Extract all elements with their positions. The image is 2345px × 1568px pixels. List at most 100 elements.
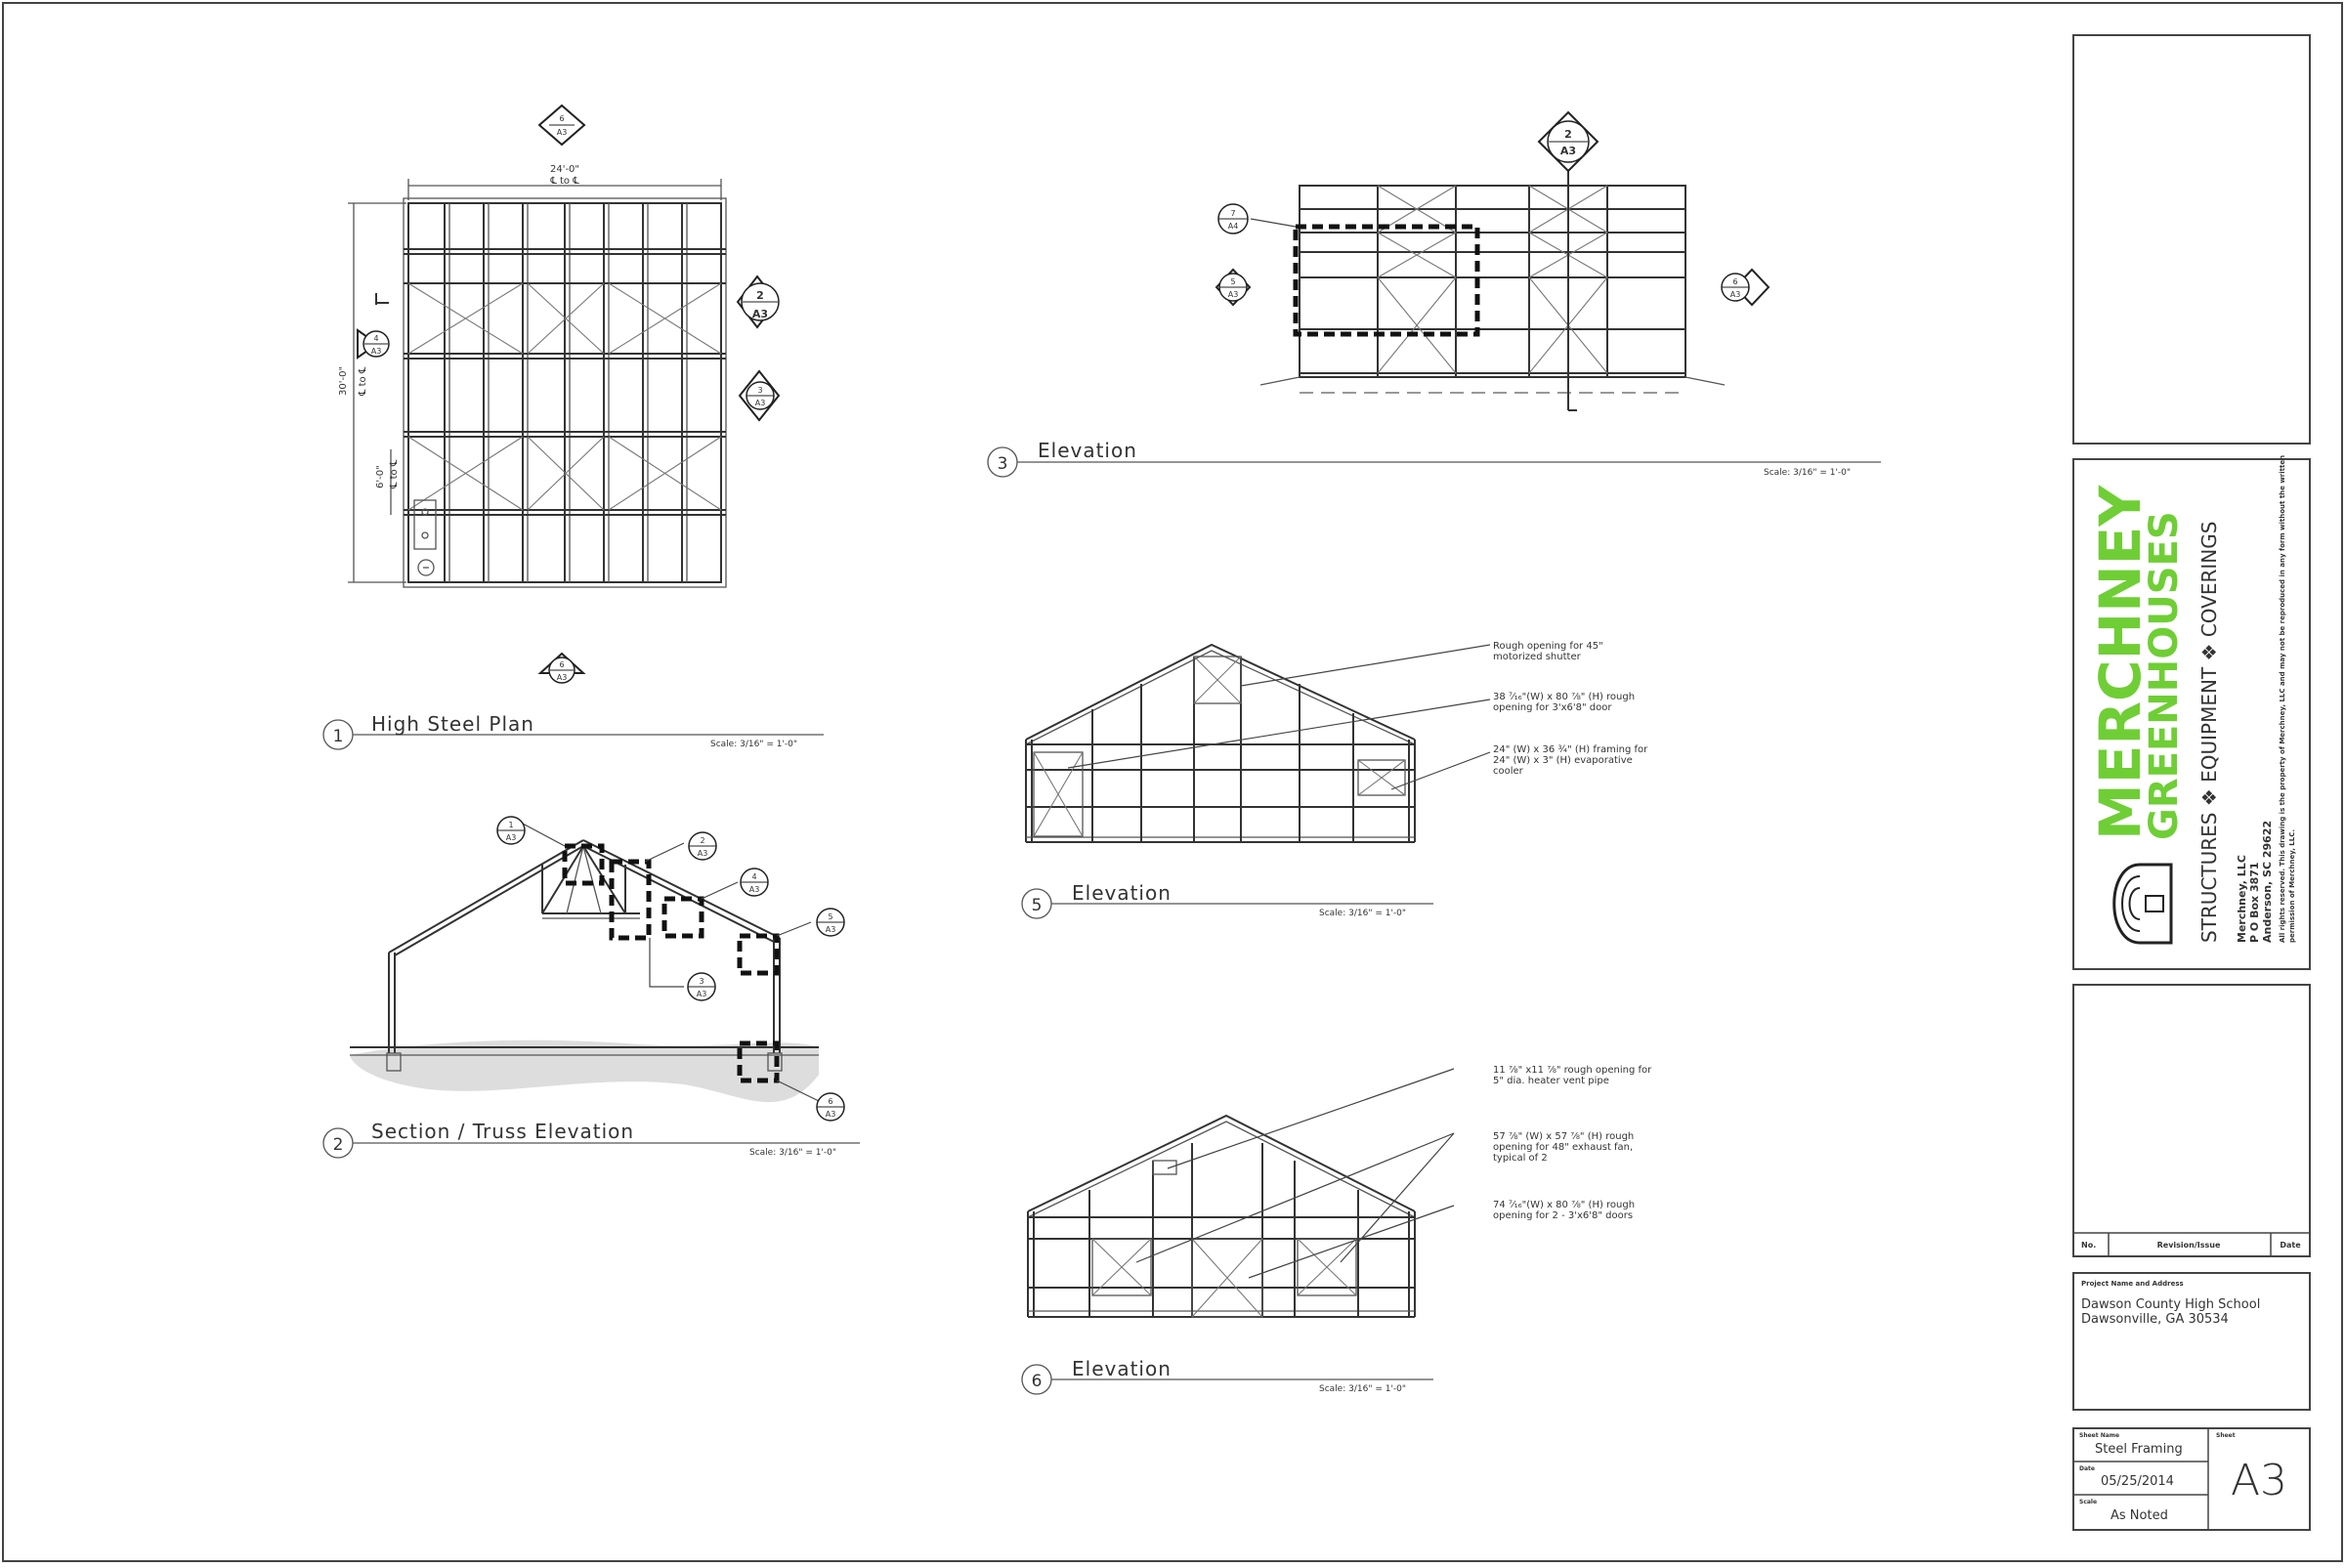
svg-text:A3: A3 xyxy=(749,885,760,894)
tb-empty-box-top xyxy=(2072,34,2311,445)
svg-text:A3: A3 xyxy=(371,347,382,356)
sheet-name-label: Sheet Name xyxy=(2079,1432,2119,1439)
svg-text:2: 2 xyxy=(1564,128,1572,141)
elevation-6 xyxy=(1027,1068,1455,1318)
marker-plan-top[interactable]: 6 A3 xyxy=(537,104,586,147)
svg-text:A3: A3 xyxy=(697,990,707,998)
plan-height-dim-sub: ℄ to ℄ xyxy=(358,366,368,397)
marker-sec-d5: 5A3 xyxy=(816,908,845,937)
sheet-label: Sheet xyxy=(2216,1432,2236,1439)
svg-text:3: 3 xyxy=(757,386,762,395)
plan-width-dim: 24'-0" xyxy=(550,164,579,175)
rev-date-label: Date xyxy=(2280,1241,2301,1250)
marker-elev3-top[interactable]: 2 A3 xyxy=(1537,110,1599,173)
elevation-5 xyxy=(1025,643,1491,843)
svg-text:A3: A3 xyxy=(1730,290,1741,299)
address-2: P O Box 3871 xyxy=(2248,862,2261,943)
marker-plan-right-2[interactable]: 2 A3 xyxy=(736,275,780,329)
svg-text:A4: A4 xyxy=(1228,222,1239,231)
plan-width-dim-sub: ℄ to ℄ xyxy=(549,176,579,187)
elev5-scale: Scale: 3/16" = 1'-0" xyxy=(1319,909,1406,918)
project-line-2: Dawsonville, GA 30534 xyxy=(2081,1312,2229,1327)
marker-plan-left[interactable]: 4 A3 xyxy=(357,328,390,360)
title-block: MERCHNEY GREENHOUSES STRUCTURES ❖ EQUIPM… xyxy=(2072,34,2311,1531)
view-6-title: 6 Elevation Scale: 3/16" = 1'-0" xyxy=(1021,1357,1433,1395)
tb-revision-box xyxy=(2072,984,2311,1257)
marker-sec-d4: 4A3 xyxy=(740,868,769,897)
marker-elev3-right[interactable]: 6 A3 xyxy=(1721,268,1770,307)
elev6-scale: Scale: 3/16" = 1'-0" xyxy=(1319,1384,1406,1394)
rev-no-label: No. xyxy=(2081,1241,2096,1250)
elev3-scale: Scale: 3/16" = 1'-0" xyxy=(1764,468,1851,478)
svg-text:A3: A3 xyxy=(506,833,517,842)
high-steel-plan: 24'-0" ℄ to ℄ 30'-0" ℄ to ℄ 6'-0" ℄ to ℄ xyxy=(338,164,727,588)
svg-text:2: 2 xyxy=(756,289,764,302)
section-title: Section / Truss Elevation xyxy=(371,1120,634,1143)
svg-text:2: 2 xyxy=(700,836,704,845)
svg-text:5: 5 xyxy=(1230,277,1235,286)
company-name-2: GREENHOUSES xyxy=(2142,511,2187,840)
svg-text:2: 2 xyxy=(333,1135,344,1155)
view-2-title: 2 Section / Truss Elevation Scale: 3/16"… xyxy=(322,1120,860,1159)
svg-text:5: 5 xyxy=(828,912,832,921)
company-name-1: MERCHNEY xyxy=(2087,485,2153,840)
marker-sec-d1: 1A3 xyxy=(496,816,526,845)
svg-text:A3: A3 xyxy=(1560,145,1576,157)
section-scale: Scale: 3/16" = 1'-0" xyxy=(749,1148,836,1158)
rights-1: All rights reserved. This drawing is the… xyxy=(2279,455,2286,943)
section-detail-markers[interactable]: 1A3 2A3 4A3 5A3 3A3 6A3 xyxy=(496,816,845,1122)
svg-text:3: 3 xyxy=(998,454,1008,474)
address-1: Merchney, LLC xyxy=(2236,855,2248,943)
company-tagline: STRUCTURES ❖ EQUIPMENT ❖ COVERINGS xyxy=(2197,522,2221,943)
rev-label: Revision/Issue xyxy=(2157,1241,2221,1250)
address-3: Anderson, SC 29622 xyxy=(2261,821,2274,943)
project-line-1: Dawson County High School xyxy=(2081,1297,2260,1312)
svg-text:A3: A3 xyxy=(557,673,568,682)
date-label: Date xyxy=(2079,1465,2095,1472)
svg-text:Rough opening for 45"motorized: Rough opening for 45"motorized shutter xyxy=(1493,641,1603,662)
section-truss-elevation xyxy=(350,823,822,1103)
elev3-title: Elevation xyxy=(1038,439,1137,462)
svg-text:7: 7 xyxy=(1230,209,1235,218)
svg-text:6: 6 xyxy=(559,114,564,123)
plan-small-dim-sub: ℄ to ℄ xyxy=(389,459,400,489)
svg-text:A3: A3 xyxy=(1228,290,1239,299)
marker-elev3-detail-7[interactable]: 7 A4 xyxy=(1217,203,1249,234)
scale-label: Scale xyxy=(2079,1499,2097,1505)
svg-text:6: 6 xyxy=(1732,277,1737,286)
marker-sec-d6: 6A3 xyxy=(816,1092,845,1122)
marker-plan-bottom[interactable]: 6 A3 xyxy=(537,652,586,684)
svg-text:6: 6 xyxy=(828,1097,832,1106)
tb-project-box xyxy=(2072,1272,2311,1411)
elevation-3 xyxy=(1250,156,1726,411)
plan-scale: Scale: 3/16" = 1'-0" xyxy=(710,740,797,749)
svg-text:6: 6 xyxy=(1032,1372,1043,1391)
company-logo: MERCHNEY GREENHOUSES STRUCTURES ❖ EQUIPM… xyxy=(2087,455,2296,945)
svg-text:A3: A3 xyxy=(826,925,836,934)
marker-sec-d2: 2A3 xyxy=(688,831,717,861)
svg-text:5: 5 xyxy=(1032,896,1043,915)
marker-elev3-left[interactable]: 5 A3 xyxy=(1215,268,1252,307)
svg-text:1: 1 xyxy=(508,821,513,829)
sheet-name: Steel Framing xyxy=(2095,1442,2183,1457)
rights-2: permission of Merchney, LLC. xyxy=(2288,829,2296,943)
marker-plan-right-3[interactable]: 3 A3 xyxy=(738,369,781,422)
view-3-title: 3 Elevation Scale: 3/16" = 1'-0" xyxy=(987,439,1881,478)
svg-text:4: 4 xyxy=(751,872,756,881)
svg-text:6: 6 xyxy=(559,660,564,669)
plan-small-dim: 6'-0" xyxy=(375,465,386,488)
svg-text:4: 4 xyxy=(373,334,378,343)
plan-title: High Steel Plan xyxy=(371,712,534,736)
svg-text:A3: A3 xyxy=(752,308,768,320)
svg-text:A3: A3 xyxy=(826,1110,836,1119)
view-5-title: 5 Elevation Scale: 3/16" = 1'-0" xyxy=(1021,881,1433,919)
elev5-notes: Rough opening for 45"motorized shutter 3… xyxy=(1493,641,1648,777)
